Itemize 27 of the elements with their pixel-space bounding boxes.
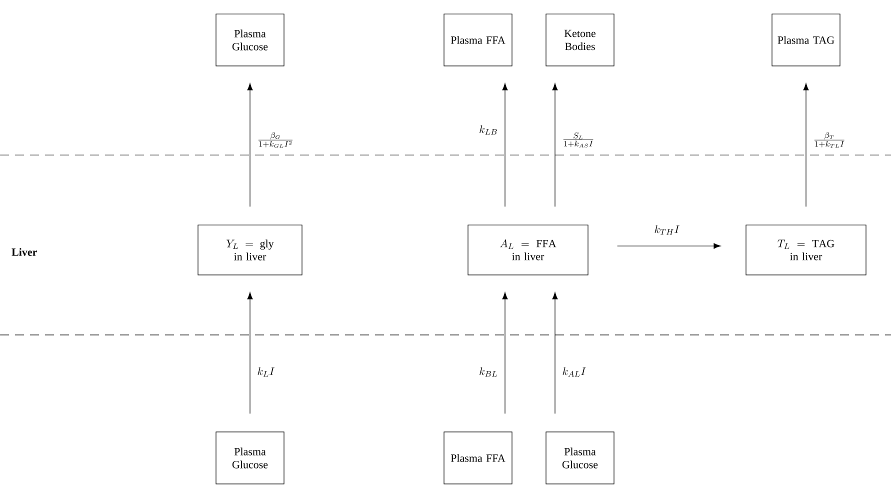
arrow <box>247 292 253 414</box>
box: $A_L = \mathrm{FFA}$ in liver <box>468 224 588 276</box>
edge-label: $k_{BL}$ <box>480 367 497 377</box>
arrow <box>803 83 809 207</box>
edge-label: $\frac{\beta_G}{1+k_{GL}I^2}$ <box>258 132 292 148</box>
box: Plasma FFA <box>444 432 512 484</box>
box: Ketone Bodies <box>546 14 614 66</box>
arrow <box>502 292 508 414</box>
box: $Y_L = \mathrm{gly}$ in liver <box>198 224 302 276</box>
edge-label: $k_{TH}I$ <box>654 225 680 235</box>
arrow <box>502 83 508 207</box>
box: Plasma Glucose <box>546 432 614 484</box>
box: Plasma Glucose <box>216 14 284 66</box>
edge-label: $k_{LB}$ <box>480 125 497 135</box>
box: Plasma FFA <box>444 14 512 66</box>
arrow <box>247 83 253 207</box>
edge-label: $k_{AL}I$ <box>562 367 586 377</box>
edge-label: $\frac{\beta_T}{1+k_{TL}I}$ <box>814 132 844 148</box>
edge-label: $k_L I$ <box>258 367 275 377</box>
arrow <box>552 83 558 207</box>
box: $T_L = \mathrm{TAG}$ in liver <box>746 224 866 276</box>
section-label: Liver <box>12 248 37 256</box>
edge-label: $\frac{S_L}{1+k_{AS}I}$ <box>563 132 594 148</box>
box: Plasma TAG <box>772 14 840 66</box>
arrow <box>552 292 558 414</box>
arrow <box>617 243 721 249</box>
box: Plasma Glucose <box>216 432 284 484</box>
